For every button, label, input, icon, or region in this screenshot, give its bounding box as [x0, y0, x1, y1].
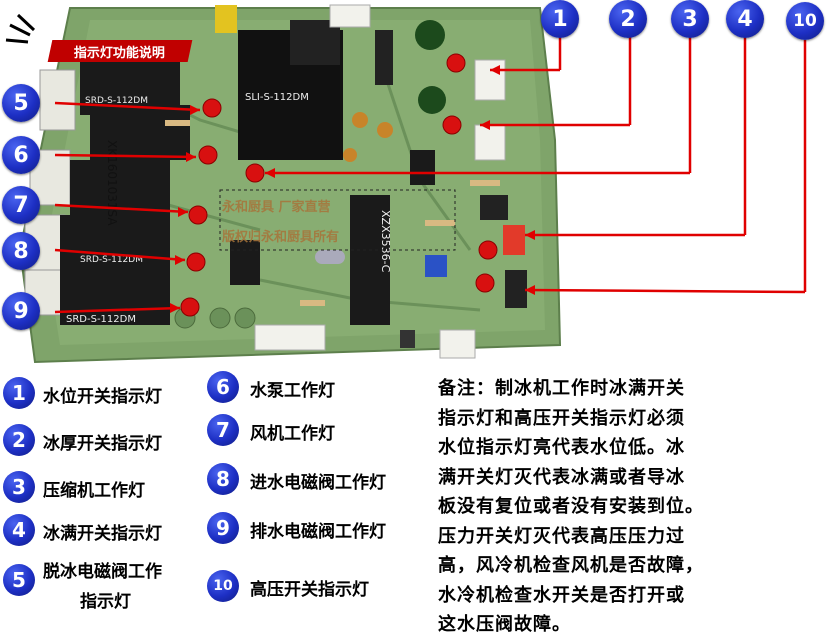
legend-text-5b: 指示灯 [80, 592, 131, 612]
svg-text:SLI-S-112DM: SLI-S-112DM [245, 92, 309, 103]
legend-text-7: 风机工作灯 [250, 424, 335, 444]
remarks-note: 备注：制冰机工作时冰满开关 指示灯和高压开关指示灯必须 水位指示灯亮代表水位低。… [438, 374, 818, 640]
banner-title: 指示灯功能说明 [47, 40, 193, 62]
led-group [180, 53, 498, 317]
note-line: 水位指示灯亮代表水位低。冰 [438, 437, 685, 458]
legend-text-3: 压缩机工作灯 [43, 481, 145, 501]
note-line: 高，风冷机检查风机是否故障， [438, 555, 704, 576]
legend-text-1: 水位开关指示灯 [43, 387, 162, 407]
legend-num-4: 4 [3, 514, 35, 546]
legend-text-9: 排水电磁阀工作灯 [250, 522, 386, 542]
legend-num-10: 10 [207, 570, 239, 602]
legend-num-7: 7 [207, 414, 239, 446]
svg-text:SRD-S-112DM: SRD-S-112DM [85, 96, 148, 106]
legend-text-8: 进水电磁阀工作灯 [250, 473, 386, 493]
callout-10: 10 [786, 2, 824, 40]
legend-text-6: 水泵工作灯 [250, 381, 335, 401]
callout-1: 1 [541, 0, 579, 38]
legend-text-2: 冰厚开关指示灯 [43, 434, 162, 454]
note-line: 指示灯和高压开关指示灯必须 [438, 407, 685, 429]
legend-num-8: 8 [207, 463, 239, 495]
legend-num-5: 5 [3, 564, 35, 596]
callout-9: 9 [2, 292, 40, 330]
legend-num-9: 9 [207, 512, 239, 544]
svg-text:XK1601031SA: XK1601031SA [105, 140, 119, 226]
mcu-chip [350, 195, 390, 325]
legend-num-1: 1 [3, 377, 35, 409]
note-line: 板没有复位或者没有安装到位。 [438, 496, 704, 517]
svg-text:SRD-S-112DM: SRD-S-112DM [66, 314, 136, 325]
legend-num-2: 2 [3, 424, 35, 456]
circuit-board-photo: SRD-S-112DM SRD-S-112DM SRD-S-112DM SLI-… [5, 4, 807, 364]
callout-6: 6 [2, 136, 40, 174]
note-line: 备注：制冰机工作时冰满开关 [438, 378, 685, 399]
legend-text-10: 高压开关指示灯 [250, 580, 369, 600]
note-line: 压力开关灯灭代表高压压力过 [438, 525, 685, 547]
note-line: 满开关灯灭代表冰满或者导冰 [438, 466, 685, 488]
svg-text:XZX3536-C: XZX3536-C [379, 210, 392, 273]
callout-3: 3 [671, 0, 709, 38]
callout-4: 4 [726, 0, 764, 38]
callout-8: 8 [2, 232, 40, 270]
note-line: 水冷机检查水开关是否打开或 [438, 584, 685, 606]
legend-text-5: 脱冰电磁阀工作 [43, 562, 162, 582]
legend-num-6: 6 [207, 371, 239, 403]
callout-5: 5 [2, 84, 40, 122]
legend-text-4: 冰满开关指示灯 [43, 524, 162, 544]
callout-7: 7 [2, 186, 40, 224]
watermark-line1: 永和厨具 厂家直营 [222, 200, 331, 215]
svg-text:SRD-S-112DM: SRD-S-112DM [80, 255, 143, 265]
watermark-line2: 版权归永和厨具所有 [222, 230, 340, 245]
note-line: 这水压阀故障。 [438, 614, 571, 635]
callout-2: 2 [609, 0, 647, 38]
legend-num-3: 3 [3, 471, 35, 503]
